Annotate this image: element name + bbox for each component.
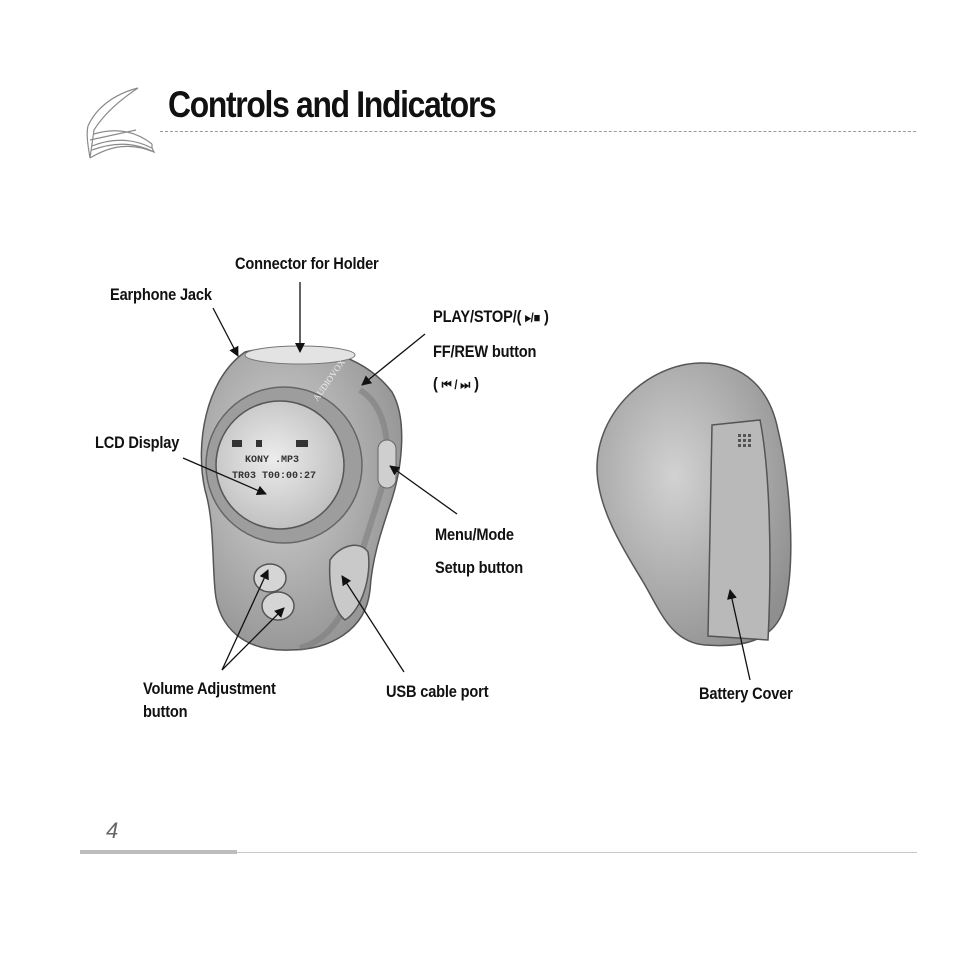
label-usb-cable-port: USB cable port xyxy=(386,682,489,701)
label-ff-rew: FF/REW button xyxy=(433,342,537,361)
label-menu-mode: Menu/Mode xyxy=(435,525,514,544)
label-volume-button: button xyxy=(143,702,188,721)
page-title: Controls and Indicators xyxy=(168,84,497,125)
play-stop-label-text: PLAY/STOP/( xyxy=(433,307,522,326)
page-number: 4 xyxy=(106,818,119,843)
title-divider xyxy=(160,131,916,132)
play-stop-close: ) xyxy=(544,307,549,326)
player-front: KONY .MP3 TR03 T00:00:27 AUDIOVOX xyxy=(200,345,403,651)
svg-text:TR03 T00:00:27: TR03 T00:00:27 xyxy=(232,471,316,482)
label-connector-for-holder: Connector for Holder xyxy=(235,254,379,273)
footer-rule xyxy=(237,852,917,853)
play-stop-icon: ▸/■ xyxy=(525,310,541,325)
label-setup-button: Setup button xyxy=(435,558,524,577)
ff-rew-open: ( xyxy=(433,374,438,393)
prev-next-icon: ⏮ / ⏭ xyxy=(441,377,471,392)
label-lcd-display: LCD Display xyxy=(95,433,180,452)
ff-rew-close: ) xyxy=(474,374,479,393)
label-earphone-jack: Earphone Jack xyxy=(110,285,212,304)
label-volume-adjustment: Volume Adjustment xyxy=(143,679,276,698)
svg-text:KONY .MP3: KONY .MP3 xyxy=(245,455,299,466)
label-ff-rew-icons: ( ⏮ / ⏭ ) xyxy=(433,374,479,394)
page-corner-logo-icon xyxy=(86,87,156,159)
player-back xyxy=(596,362,792,647)
footer-accent-bar xyxy=(80,850,237,854)
label-play-stop: PLAY/STOP/( ▸/■ ) xyxy=(433,307,549,327)
label-battery-cover: Battery Cover xyxy=(699,684,793,703)
